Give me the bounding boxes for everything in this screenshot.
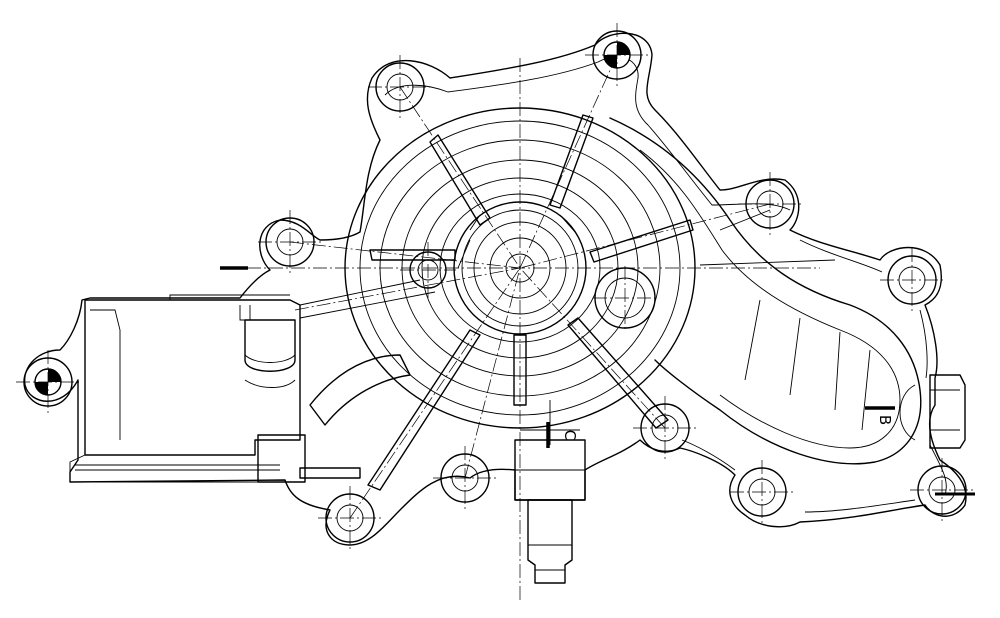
- section-label-b: B: [876, 415, 894, 425]
- outlet-nozzle: [514, 400, 586, 584]
- right-fitting: [899, 374, 966, 449]
- section-markers: B C: [220, 266, 975, 496]
- volute-channel: [609, 117, 922, 465]
- housing-outline: [24, 32, 967, 546]
- section-label-c: C: [561, 430, 579, 440]
- radial-ribs: [299, 114, 694, 491]
- center-lines: [16, 23, 974, 600]
- inlet-pipe: [69, 294, 306, 483]
